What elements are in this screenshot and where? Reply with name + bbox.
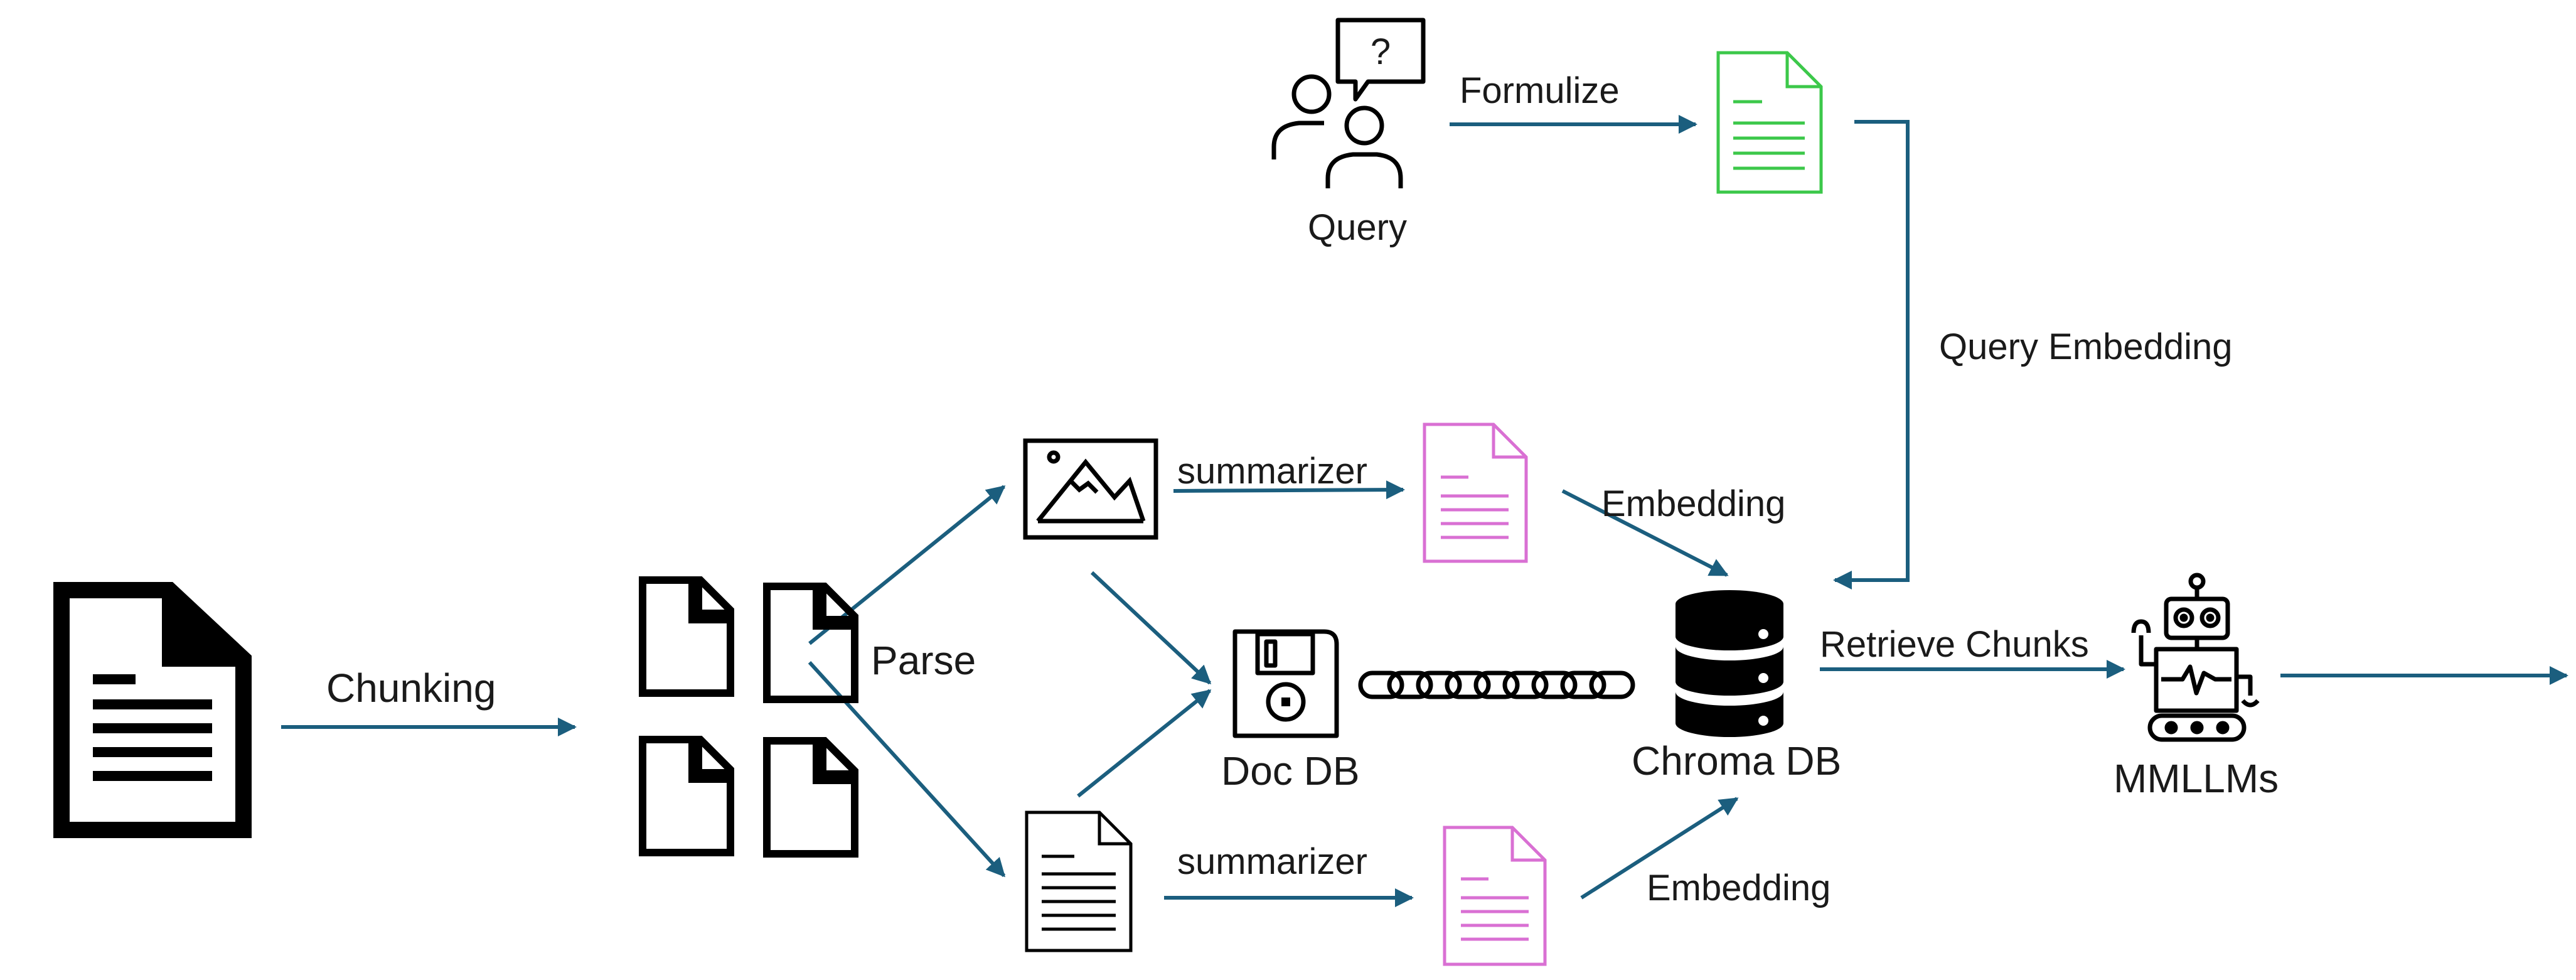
text-to-docdb-arrow [1077, 689, 1212, 798]
query-document-icon [1716, 51, 1823, 194]
image-to-docdb-arrow [1090, 571, 1212, 685]
retrieve-chunks-label: Retrieve Chunks [1820, 624, 2089, 665]
doc-db-label: Doc DB [1221, 748, 1360, 794]
question-mark: ? [1371, 31, 1391, 72]
robot-icon [2131, 573, 2260, 742]
image-summarizer-arrow [1173, 480, 1405, 500]
chunking-label: Chunking [326, 665, 496, 711]
embedding-top-label: Embedding [1601, 483, 1785, 524]
text-document-icon [1025, 810, 1133, 952]
embedding-bottom-label: Embedding [1647, 868, 1830, 908]
floppy-disk-icon [1232, 629, 1339, 738]
summarizer-bottom-label: summarizer [1177, 841, 1367, 882]
embedding-top-arrow [1561, 489, 1729, 577]
parse-label: Parse [871, 638, 976, 683]
summary-document-icon [1443, 826, 1547, 966]
parse-to-text-arrow [808, 660, 1006, 878]
chain-link-icon [1358, 670, 1635, 699]
summary-document-icon [1423, 423, 1528, 563]
query-embedding-arrow [1833, 120, 1910, 590]
image-icon [1023, 438, 1158, 540]
chunk-document-icon [639, 576, 858, 858]
mmllms-label: MMLLMs [2114, 756, 2279, 801]
chroma-db-label: Chroma DB [1632, 738, 1841, 783]
formulize-label: Formulize [1460, 70, 1620, 111]
users-question-icon [1271, 18, 1426, 188]
summarizer-top-label: summarizer [1177, 451, 1367, 492]
database-icon [1675, 590, 1783, 737]
query-embedding-label: Query Embedding [1939, 326, 2232, 367]
source-document-icon [53, 582, 252, 838]
query-label: Query [1308, 207, 1407, 248]
embedding-bottom-arrow [1580, 797, 1739, 900]
